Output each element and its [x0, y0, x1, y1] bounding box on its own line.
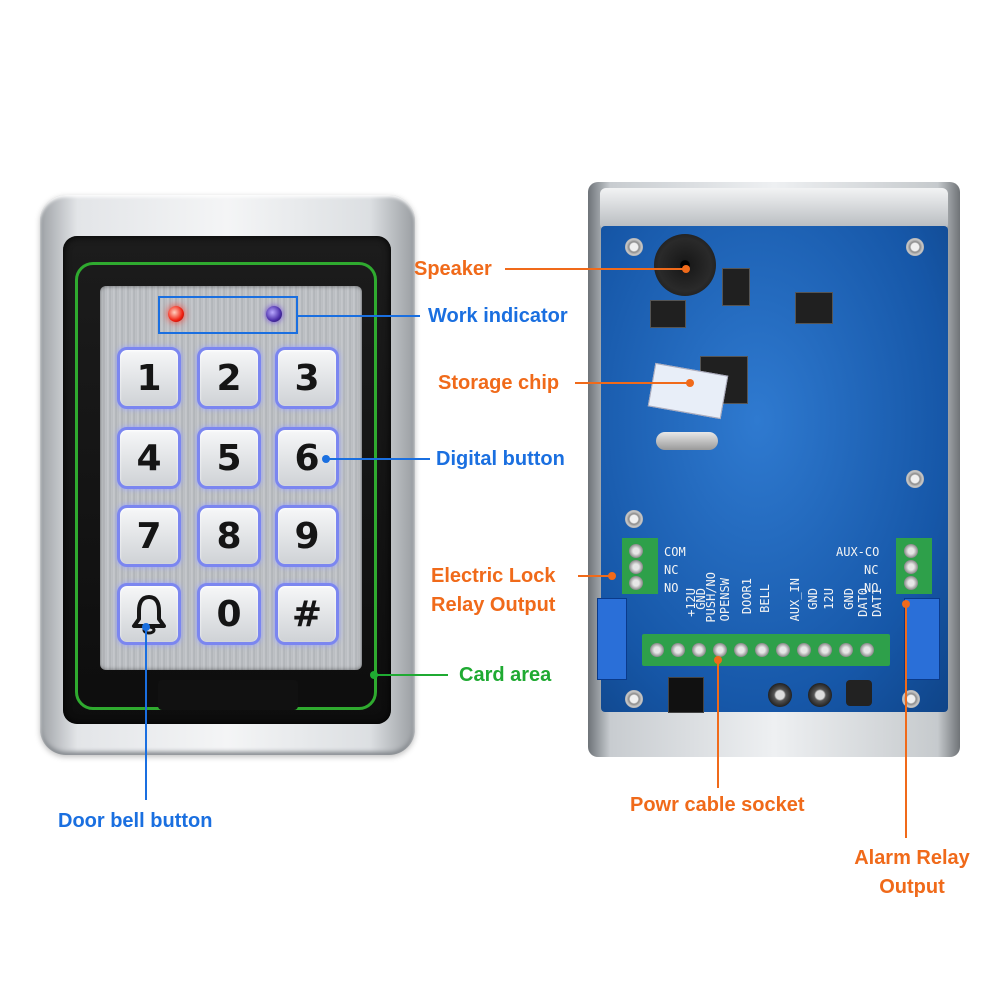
mount-hole-top-left — [625, 238, 643, 256]
electric-lock-label: Electric Lock Relay Output — [431, 565, 556, 616]
capacitor — [768, 683, 792, 707]
alarm-relay-label: Alarm Relay Output — [854, 847, 970, 898]
key-hash[interactable]: # — [275, 583, 339, 645]
power-socket-dot — [714, 656, 722, 664]
electric-lock-dot — [608, 572, 616, 580]
work-indicator-label: Work indicator — [428, 305, 568, 327]
storage-chip-label: Storage chip — [438, 372, 560, 394]
housing-top-lip — [600, 188, 948, 230]
mount-hole-mid-left — [625, 510, 643, 528]
right-terminal-screw — [904, 560, 918, 574]
alarm-relay-dot — [902, 600, 910, 608]
blue-led-indicator — [266, 306, 282, 322]
strip-screw — [713, 643, 727, 657]
key-1[interactable]: 1 — [117, 347, 181, 409]
speaker-label: Speaker — [414, 258, 492, 280]
speaker-dot — [682, 265, 690, 273]
strip-screw — [650, 643, 664, 657]
left-terminal-screw — [629, 544, 643, 558]
right-terminal-screw — [904, 544, 918, 558]
strip-screw — [797, 643, 811, 657]
storage-chip-dot — [686, 379, 694, 387]
key-3[interactable]: 3 — [275, 347, 339, 409]
key-2[interactable]: 2 — [197, 347, 261, 409]
strip-screw — [776, 643, 790, 657]
speaker-buzzer — [654, 234, 716, 296]
work-indicator-bracket — [158, 296, 298, 334]
strip-screw — [734, 643, 748, 657]
mount-hole-mid-right — [906, 470, 924, 488]
left-terminal-screw — [629, 576, 643, 590]
key-0[interactable]: 0 — [197, 583, 261, 645]
power-cable-socket-label: Powr cable socket — [630, 794, 805, 816]
key-7[interactable]: 7 — [117, 505, 181, 567]
mount-hole-top-right — [906, 238, 924, 256]
card-area-label: Card area — [459, 664, 552, 686]
strip-screw — [755, 643, 769, 657]
key-9[interactable]: 9 — [275, 505, 339, 567]
door-bell-dot — [142, 623, 150, 631]
strip-screw — [860, 643, 874, 657]
strip-screw — [839, 643, 853, 657]
digital-button-dot — [322, 455, 330, 463]
door-bell-button-label: Door bell button — [58, 810, 213, 832]
transistor-array — [795, 292, 833, 324]
key-4[interactable]: 4 — [117, 427, 181, 489]
left-terminal-silkscreen: COM NC NO — [664, 545, 686, 595]
digital-button-label: Digital button — [436, 448, 565, 470]
lock-relay — [597, 598, 627, 680]
dc-power-socket — [668, 677, 704, 713]
crystal-oscillator — [656, 432, 718, 450]
reset-button — [846, 680, 872, 706]
regulator-chip — [722, 268, 750, 306]
mount-hole-bottom-left — [625, 690, 643, 708]
card-area-dot — [370, 671, 378, 679]
key-8[interactable]: 8 — [197, 505, 261, 567]
red-led-indicator — [168, 306, 184, 322]
key-5[interactable]: 5 — [197, 427, 261, 489]
right-terminal-screw — [904, 576, 918, 590]
small-chip — [650, 300, 686, 328]
strip-screw — [818, 643, 832, 657]
left-terminal-screw — [629, 560, 643, 574]
capacitor — [808, 683, 832, 707]
keypad-bottom-slot — [158, 680, 298, 710]
alarm-relay — [904, 598, 940, 680]
right-terminal-silkscreen: AUX-CO NC NO — [836, 545, 880, 595]
strip-screw — [692, 643, 706, 657]
strip-screw — [671, 643, 685, 657]
